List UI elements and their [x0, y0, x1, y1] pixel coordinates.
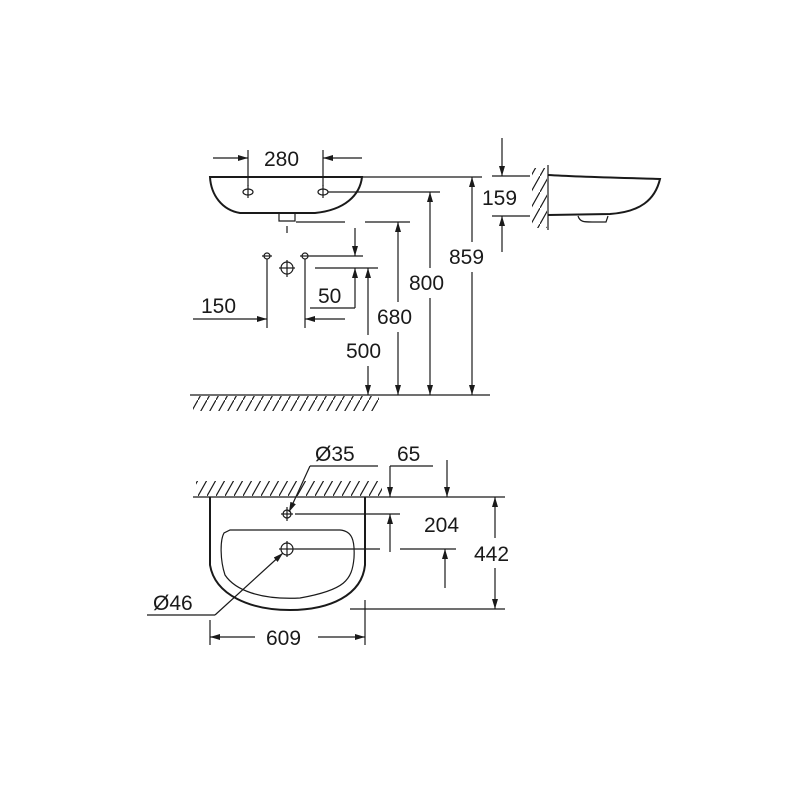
- drain-outlet: [278, 213, 296, 222]
- tap-hole-right: [317, 185, 329, 198]
- side-view: 159: [482, 138, 662, 252]
- supply-point-right: [300, 252, 310, 260]
- dim-drain-height: 680: [377, 306, 412, 329]
- basin-plan-outline: [209, 497, 366, 612]
- basin-side-outline: [547, 174, 662, 216]
- tap-hole-left: [242, 185, 254, 198]
- dim-tap-hole: Ø35: [315, 443, 355, 466]
- dim-tap-height: 800: [409, 272, 444, 295]
- dim-depth: 159: [482, 187, 517, 210]
- dim-tap-spacing: 280: [264, 148, 299, 171]
- floor-hatch: [193, 396, 379, 411]
- dim-supply-spacing: 150: [201, 295, 236, 318]
- supply-point-left: [262, 252, 272, 260]
- front-view: 280 50 150 500 680 800 859: [190, 148, 490, 411]
- dim-width: 609: [266, 627, 301, 650]
- side-drain: [577, 215, 609, 223]
- dim-tap-offset: 65: [397, 443, 420, 466]
- dim-projection: 442: [474, 543, 509, 566]
- dim-drain-offset: 204: [424, 514, 459, 537]
- dim-supply-offset: 50: [318, 285, 341, 308]
- dim-supply-height: 500: [346, 340, 381, 363]
- wall-hatch-plan: [196, 481, 382, 496]
- tap-hole: [281, 507, 293, 521]
- drain-hole: [279, 541, 295, 557]
- basin-front-outline: [208, 176, 364, 214]
- bowl-outline: [220, 529, 355, 599]
- plan-view: Ø35 65 204 442 Ø46 609: [147, 443, 509, 650]
- dim-drain-hole: Ø46: [153, 592, 193, 615]
- dim-rim-height: 859: [449, 246, 484, 269]
- wall-hatch: [532, 168, 547, 228]
- waste-point: [279, 260, 295, 277]
